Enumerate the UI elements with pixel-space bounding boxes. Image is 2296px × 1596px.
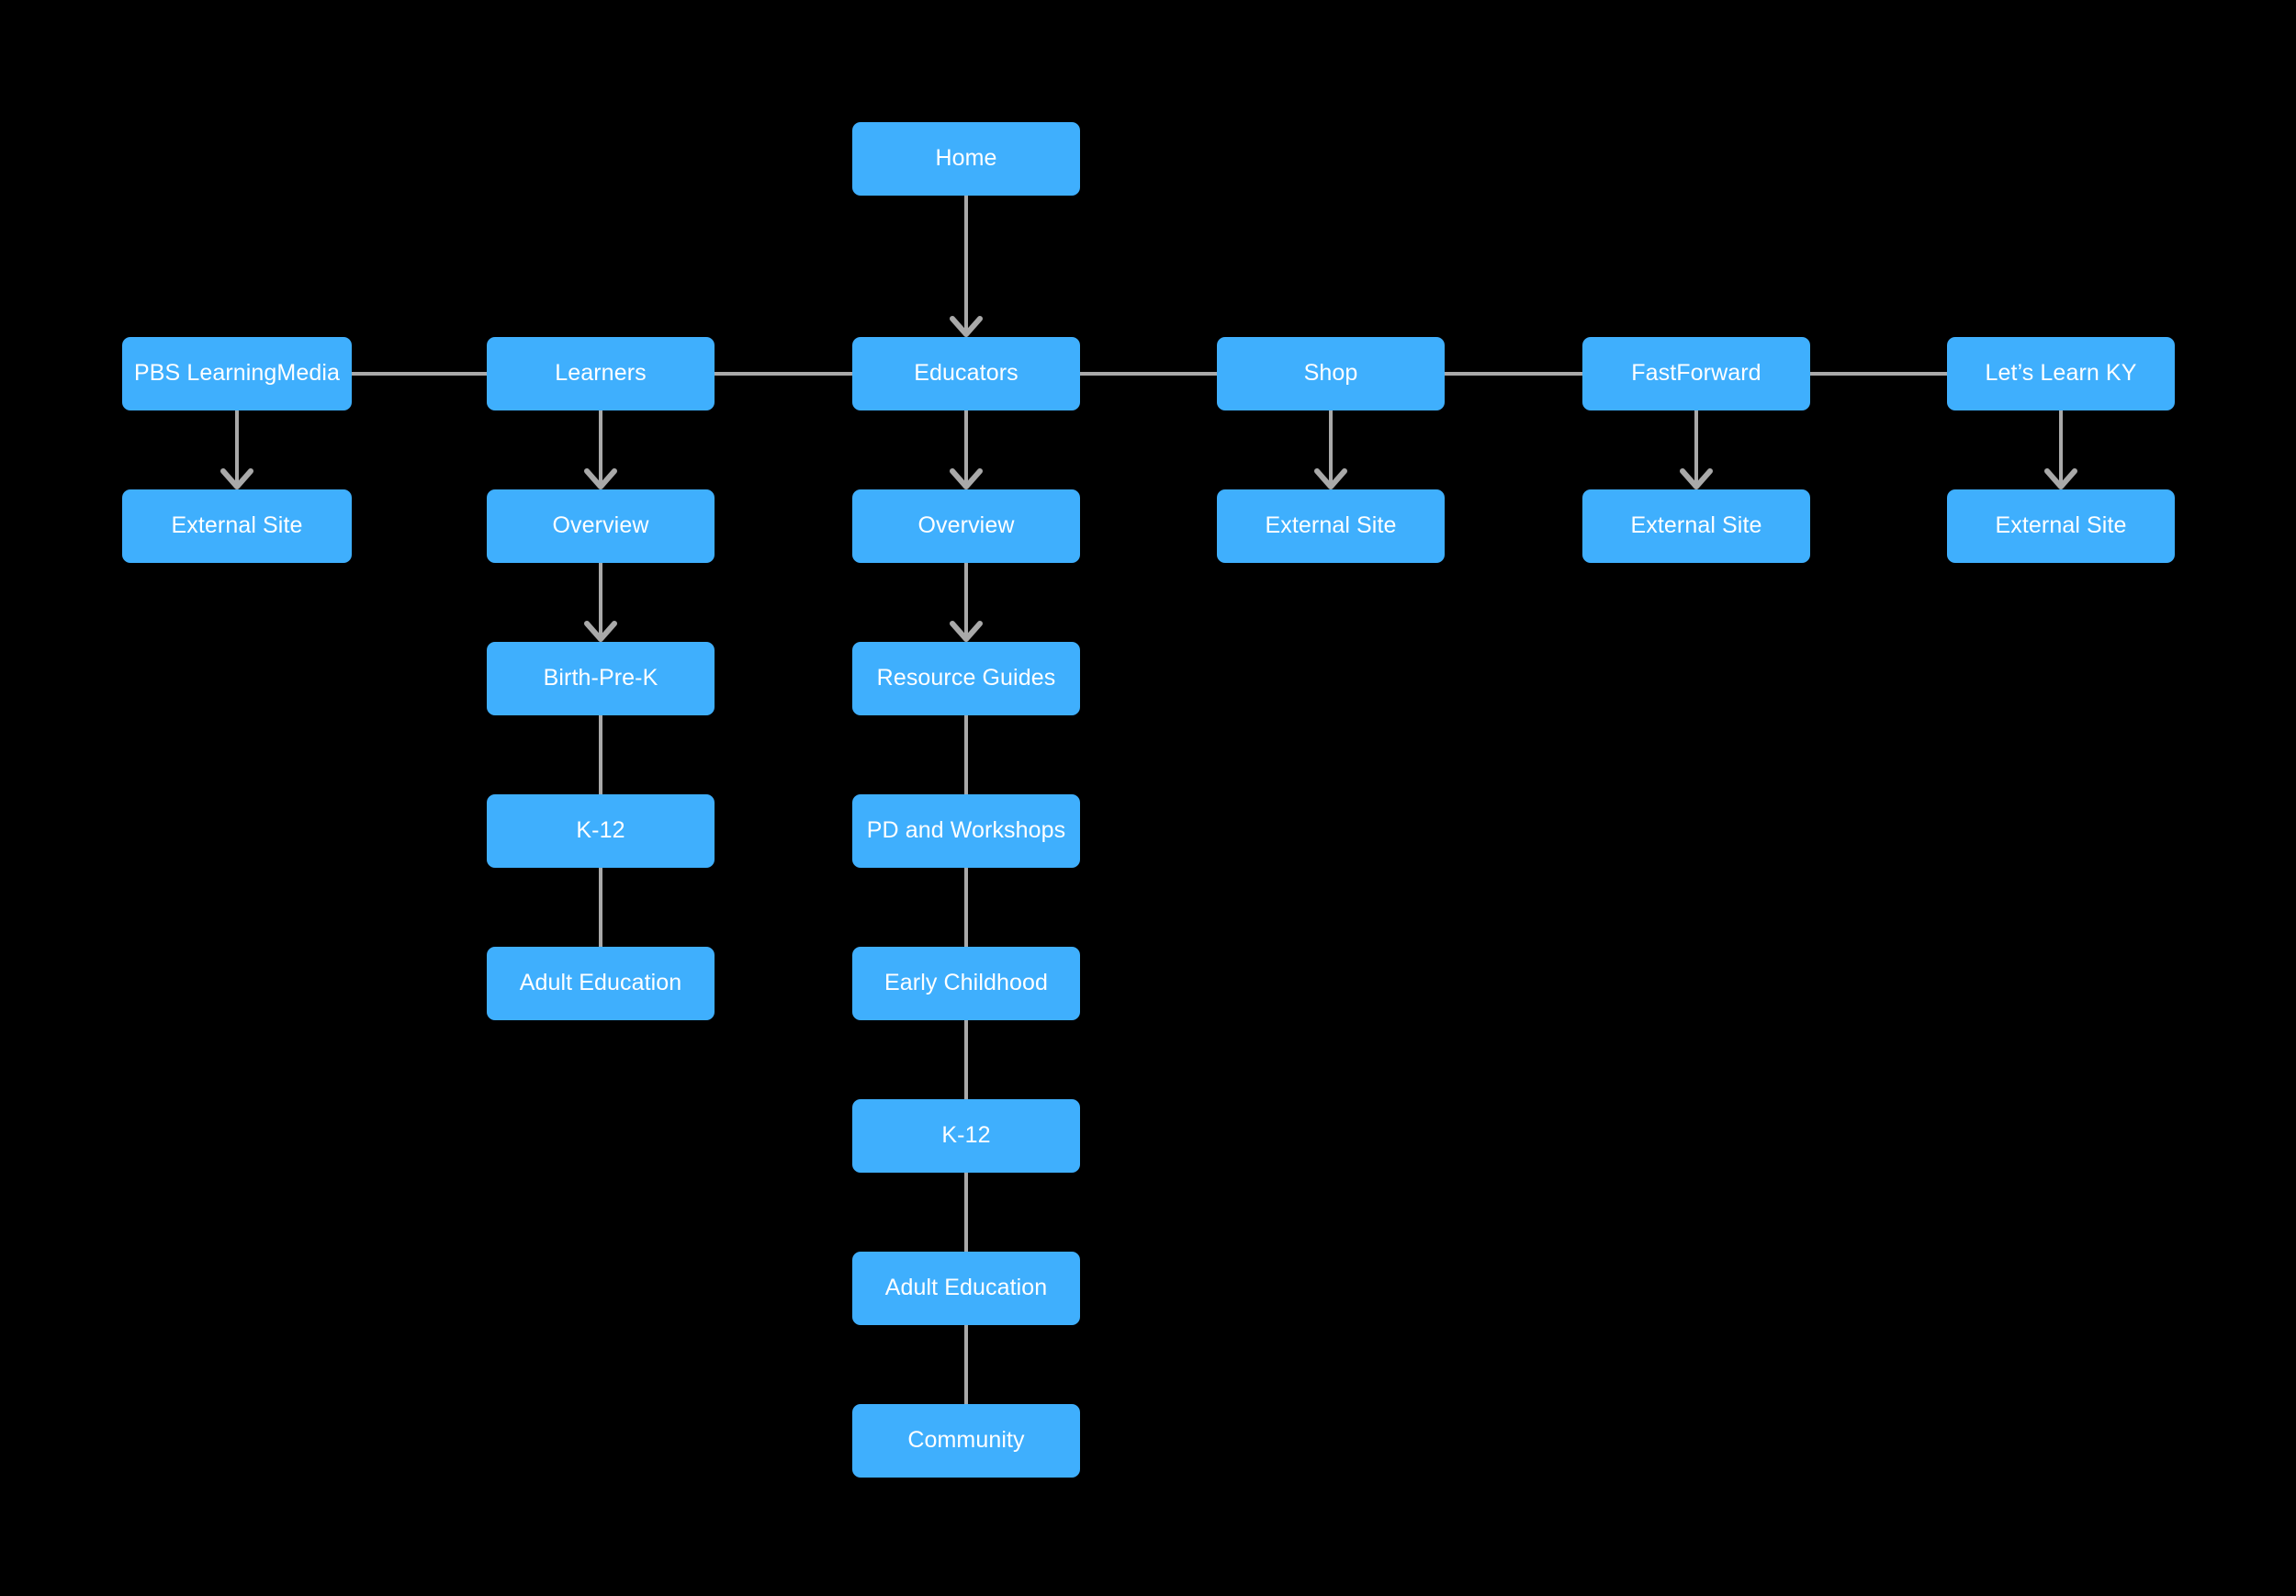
edge-letslearnky-to-llky-ext-arrowhead: [2044, 468, 2077, 489]
node-llky-ext[interactable]: External Site: [1947, 489, 2175, 563]
node-edu-earlychild[interactable]: Early Childhood: [852, 947, 1080, 1020]
node-label: External Site: [1995, 512, 2127, 539]
edge-learners-to-lrn-overview-arrowhead: [584, 468, 617, 489]
node-label: Adult Education: [884, 1275, 1048, 1301]
node-lrn-adulted[interactable]: Adult Education: [487, 947, 715, 1020]
node-edu-overview[interactable]: Overview: [852, 489, 1080, 563]
node-label: FastForward: [1631, 360, 1761, 387]
node-shop-ext[interactable]: External Site: [1217, 489, 1445, 563]
node-label: Birth-Pre-K: [543, 665, 658, 691]
edge-pbs-to-pbs-ext-arrowhead: [220, 468, 253, 489]
node-label: Let’s Learn KY: [1985, 360, 2137, 387]
node-shop[interactable]: Shop: [1217, 337, 1445, 410]
edge-shop-to-shop-ext-arrowhead: [1314, 468, 1347, 489]
node-label: Educators: [914, 360, 1019, 387]
node-label: Adult Education: [519, 970, 682, 996]
edge-lrn-overview-to-lrn-birthprek-arrowhead: [584, 621, 617, 642]
node-letslearnky[interactable]: Let’s Learn KY: [1947, 337, 2175, 410]
node-label: K-12: [941, 1122, 991, 1149]
node-edu-k12[interactable]: K-12: [852, 1099, 1080, 1173]
node-lrn-k12[interactable]: K-12: [487, 794, 715, 868]
node-label: PBS LearningMedia: [133, 360, 341, 387]
node-label: Home: [935, 145, 997, 172]
node-label: PD and Workshops: [866, 817, 1066, 844]
node-label: Community: [907, 1427, 1025, 1454]
node-label: Early Childhood: [884, 970, 1048, 996]
node-edu-community[interactable]: Community: [852, 1404, 1080, 1478]
node-label: K-12: [576, 817, 625, 844]
node-ff-ext[interactable]: External Site: [1582, 489, 1810, 563]
node-pbs-ext[interactable]: External Site: [122, 489, 352, 563]
node-edu-pdwork[interactable]: PD and Workshops: [852, 794, 1080, 868]
node-label: Overview: [552, 512, 649, 539]
edge-home-to-educators-arrowhead: [950, 316, 983, 337]
node-label: Learners: [555, 360, 647, 387]
node-label: External Site: [1630, 512, 1762, 539]
node-pbs[interactable]: PBS LearningMedia: [122, 337, 352, 410]
node-label: Overview: [917, 512, 1015, 539]
node-home[interactable]: Home: [852, 122, 1080, 196]
node-edu-adulted[interactable]: Adult Education: [852, 1252, 1080, 1325]
node-label: Resource Guides: [876, 665, 1056, 691]
edge-fastforward-to-ff-ext-arrowhead: [1680, 468, 1713, 489]
node-edu-resguides[interactable]: Resource Guides: [852, 642, 1080, 715]
node-educators[interactable]: Educators: [852, 337, 1080, 410]
node-label: External Site: [1265, 512, 1397, 539]
node-lrn-overview[interactable]: Overview: [487, 489, 715, 563]
node-label: External Site: [171, 512, 303, 539]
node-fastforward[interactable]: FastForward: [1582, 337, 1810, 410]
node-lrn-birthprek[interactable]: Birth-Pre-K: [487, 642, 715, 715]
edge-edu-overview-to-edu-resguides-arrowhead: [950, 621, 983, 642]
edge-educators-to-edu-overview-arrowhead: [950, 468, 983, 489]
node-label: Shop: [1303, 360, 1358, 387]
node-learners[interactable]: Learners: [487, 337, 715, 410]
